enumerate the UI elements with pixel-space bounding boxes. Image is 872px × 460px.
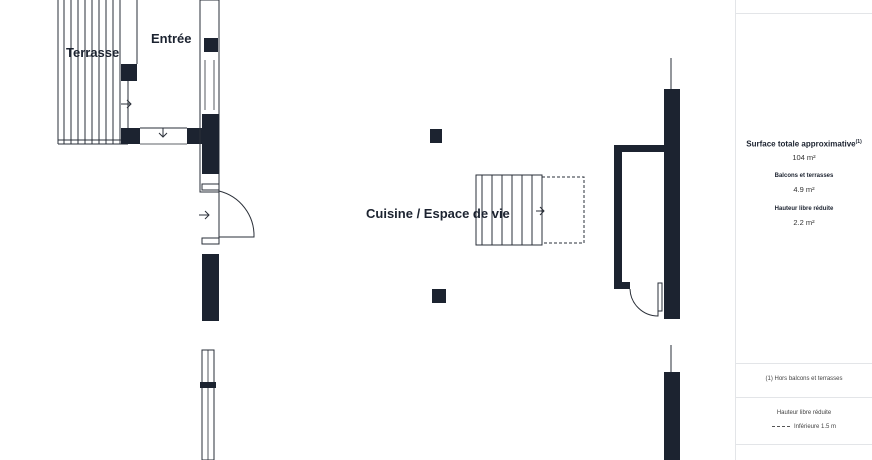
key-text: Inférieure 1.5 m <box>793 424 837 430</box>
surface-totale-label: Surface totale approximative(1) <box>736 139 872 149</box>
surface-totale-text: Surface totale approximative <box>746 139 856 149</box>
room-label-entree: Entrée <box>151 31 192 46</box>
room-label-cuisine: Cuisine / Espace de vie <box>366 206 510 221</box>
footnote: (1) Hors balcons et terrasses <box>765 376 843 382</box>
divider <box>736 444 872 445</box>
columns <box>430 129 446 303</box>
entree-structure <box>121 0 202 145</box>
divider <box>736 13 872 14</box>
dashed-line-icon <box>771 425 790 427</box>
legend-panel: Surface totale approximative(1) 104 m² B… <box>735 0 872 460</box>
entry-arrows <box>121 99 210 220</box>
surface-totale-value: 104 m² <box>792 153 816 162</box>
staircase <box>475 174 585 246</box>
balcons-label: Balcons et terrasses <box>774 173 834 179</box>
right-wall <box>614 58 680 460</box>
central-wall <box>199 0 255 460</box>
footnote-marker: (1) <box>855 139 862 145</box>
room-label-terrasse: Terrasse <box>66 45 120 60</box>
floor-plan <box>57 0 680 460</box>
key-entry: Inférieure 1.5 m <box>736 424 872 430</box>
divider <box>736 397 872 398</box>
terrasse-deck <box>57 0 128 145</box>
hauteur-value: 2.2 m² <box>793 218 815 227</box>
balcons-value: 4.9 m² <box>793 185 815 194</box>
hauteur-label: Hauteur libre réduite <box>774 206 834 212</box>
key-title: Hauteur libre réduite <box>776 410 832 416</box>
divider <box>736 363 872 364</box>
